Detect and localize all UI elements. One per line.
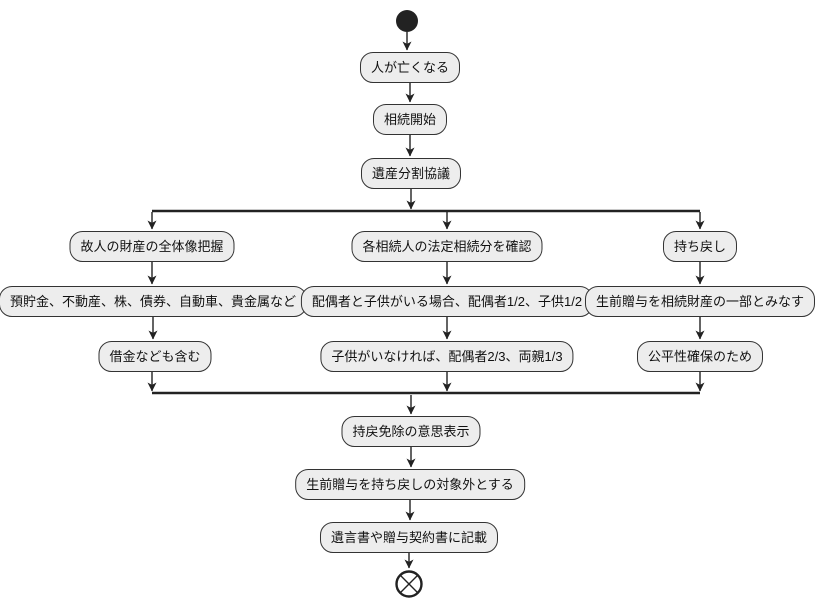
activity-hotchpot: 持ち戻し <box>662 231 738 262</box>
activity-inheritance-start: 相続開始 <box>372 104 448 135</box>
activity-no-children-shares: 子供がいなければ、配偶者2/3、両親1/3 <box>320 341 574 372</box>
activity-include-debts: 借金なども含む <box>98 341 212 372</box>
end-node-circled-x-icon <box>395 570 423 598</box>
activity-spouse-children-shares: 配偶者と子供がいる場合、配偶者1/2、子供1/2 <box>300 286 594 317</box>
activity-exclude-gifts-from-hotchpot: 生前贈与を持ち戻しの対象外とする <box>295 469 525 500</box>
activity-asset-examples: 預貯金、不動産、株、債券、自動車、貴金属など <box>0 286 308 317</box>
activity-person-dies: 人が亡くなる <box>359 52 461 83</box>
activity-estate-division-meeting: 遺産分割協議 <box>360 158 462 189</box>
activity-grasp-estate-overview: 故人の財産の全体像把握 <box>69 231 235 262</box>
activity-hotchpot-exemption-declaration: 持戻免除の意思表示 <box>341 416 481 447</box>
activity-ensure-fairness: 公平性確保のため <box>636 341 764 372</box>
activity-lifetime-gift-included: 生前贈与を相続財産の一部とみなす <box>584 286 816 317</box>
start-node-filled-circle-icon <box>396 10 418 32</box>
activity-record-in-will-or-contract: 遺言書や贈与契約書に記載 <box>319 522 499 553</box>
activity-confirm-legal-shares: 各相続人の法定相続分を確認 <box>351 231 543 262</box>
